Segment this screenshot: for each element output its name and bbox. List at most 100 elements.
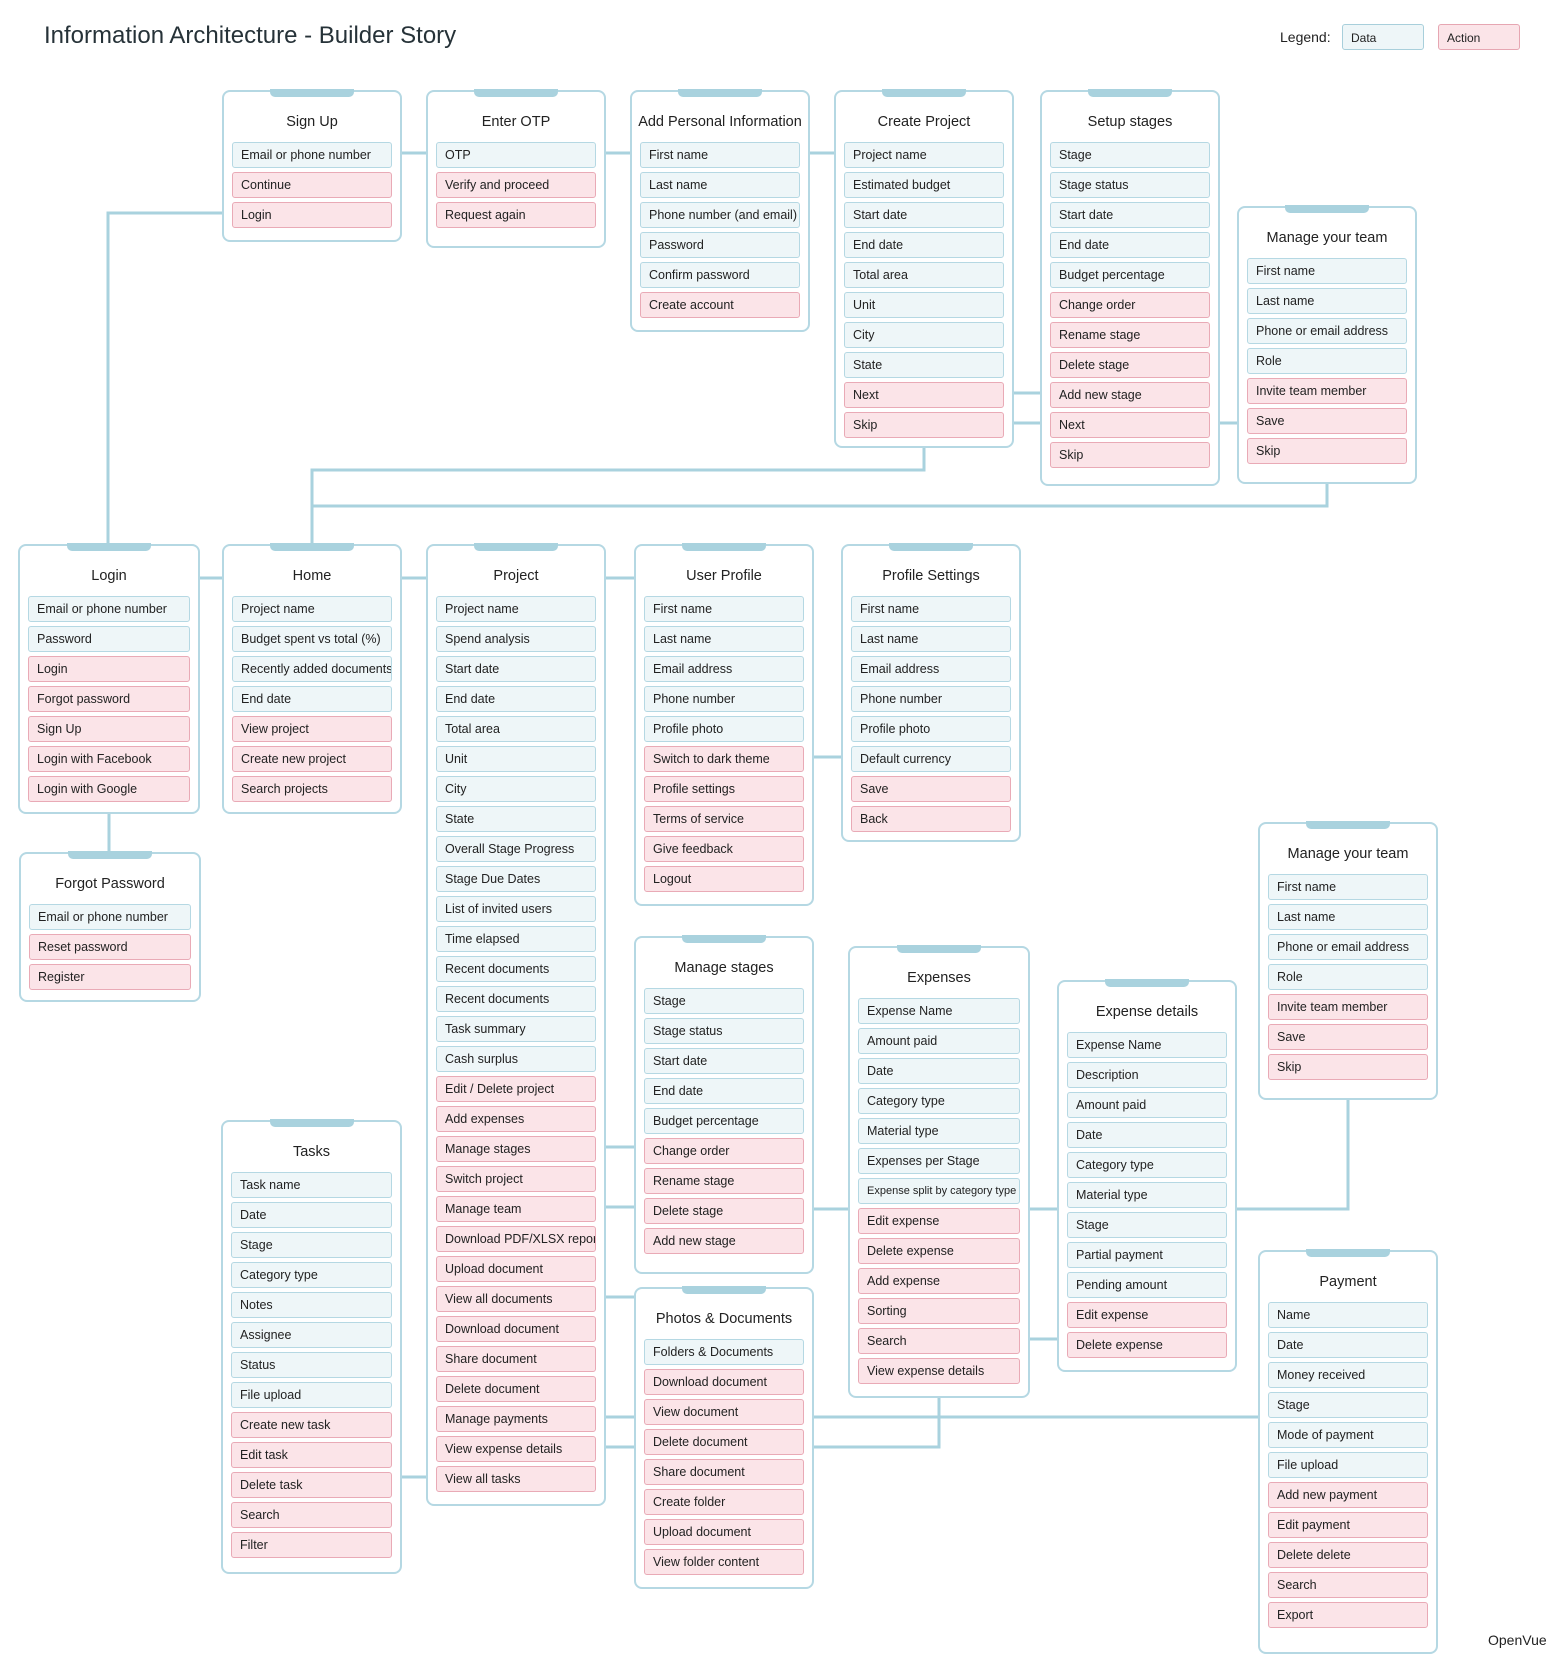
action-item: Search projects — [232, 776, 392, 802]
action-item: View project — [232, 716, 392, 742]
card-tab — [882, 89, 966, 97]
data-field: City — [436, 776, 596, 802]
data-field: Password — [28, 626, 190, 652]
data-field: Status — [231, 1352, 392, 1378]
card-tab — [682, 543, 766, 551]
action-item: View all documents — [436, 1286, 596, 1312]
card-tab — [1088, 89, 1172, 97]
card-title: Sign Up — [286, 114, 338, 130]
action-item: Export — [1268, 1602, 1428, 1628]
data-field: File upload — [231, 1382, 392, 1408]
action-item: Forgot password — [28, 686, 190, 712]
data-field: Last name — [640, 172, 800, 198]
data-field: Email address — [644, 656, 804, 682]
action-item: Delete document — [436, 1376, 596, 1402]
action-item: Create new task — [231, 1412, 392, 1438]
data-field: Cash surplus — [436, 1046, 596, 1072]
action-item: Profile settings — [644, 776, 804, 802]
card-tab — [1285, 205, 1369, 213]
action-item: Delete stage — [1050, 352, 1210, 378]
data-field: Total area — [436, 716, 596, 742]
action-item: Delete delete — [1268, 1542, 1428, 1568]
action-item: Add new stage — [1050, 382, 1210, 408]
data-field: Overall Stage Progress — [436, 836, 596, 862]
action-item: Reset password — [29, 934, 191, 960]
action-item: Search — [1268, 1572, 1428, 1598]
action-item: Skip — [1247, 438, 1407, 464]
data-field: End date — [844, 232, 1004, 258]
action-item: Request again — [436, 202, 596, 228]
action-item: Share document — [436, 1346, 596, 1372]
data-field: Stage status — [1050, 172, 1210, 198]
card-title: Login — [91, 568, 127, 584]
action-item: Save — [1247, 408, 1407, 434]
card-title: Tasks — [292, 1144, 331, 1160]
action-item: Save — [1268, 1024, 1428, 1050]
data-field: First name — [851, 596, 1011, 622]
card-tab — [474, 543, 558, 551]
card-tab — [897, 945, 981, 953]
action-item: Search — [858, 1328, 1020, 1354]
data-field: Category type — [1067, 1152, 1227, 1178]
data-field: End date — [232, 686, 392, 712]
card-title: Home — [292, 568, 332, 584]
data-field: Expense Name — [858, 998, 1020, 1024]
legend-action-swatch: Action — [1438, 24, 1520, 50]
data-field: Stage — [1050, 142, 1210, 168]
data-field: Budget percentage — [1050, 262, 1210, 288]
action-item: Skip — [1050, 442, 1210, 468]
data-field: Stage — [644, 988, 804, 1014]
data-field: Project name — [844, 142, 1004, 168]
data-field: State — [436, 806, 596, 832]
action-item: Upload document — [436, 1256, 596, 1282]
data-field: Budget spent vs total (%) — [232, 626, 392, 652]
data-field: Last name — [851, 626, 1011, 652]
action-item: Filter — [231, 1532, 392, 1558]
card-title: Photos & Documents — [655, 1311, 793, 1327]
action-item: Next — [844, 382, 1004, 408]
data-field: Phone number — [851, 686, 1011, 712]
action-item: Delete document — [644, 1429, 804, 1455]
action-item: Search — [231, 1502, 392, 1528]
data-field: Assignee — [231, 1322, 392, 1348]
data-field: First name — [644, 596, 804, 622]
data-field: Category type — [858, 1088, 1020, 1114]
action-item: Download document — [436, 1316, 596, 1342]
data-field: Date — [858, 1058, 1020, 1084]
data-field: File upload — [1268, 1452, 1428, 1478]
data-field: City — [844, 322, 1004, 348]
data-field: First name — [640, 142, 800, 168]
data-field: Phone or email address — [1268, 934, 1428, 960]
page-title: Information Architecture - Builder Story — [44, 22, 457, 49]
card-title: Project — [493, 568, 539, 584]
action-item: Edit expense — [858, 1208, 1020, 1234]
action-item: Switch project — [436, 1166, 596, 1192]
action-item: Give feedback — [644, 836, 804, 862]
card-tab — [889, 543, 973, 551]
data-field: Notes — [231, 1292, 392, 1318]
data-field: Material type — [1067, 1182, 1227, 1208]
data-field: Password — [640, 232, 800, 258]
action-item: Create folder — [644, 1489, 804, 1515]
data-field: Role — [1247, 348, 1407, 374]
data-field: Stage — [231, 1232, 392, 1258]
data-field: Start date — [644, 1048, 804, 1074]
legend-label: Legend: — [1280, 29, 1331, 45]
